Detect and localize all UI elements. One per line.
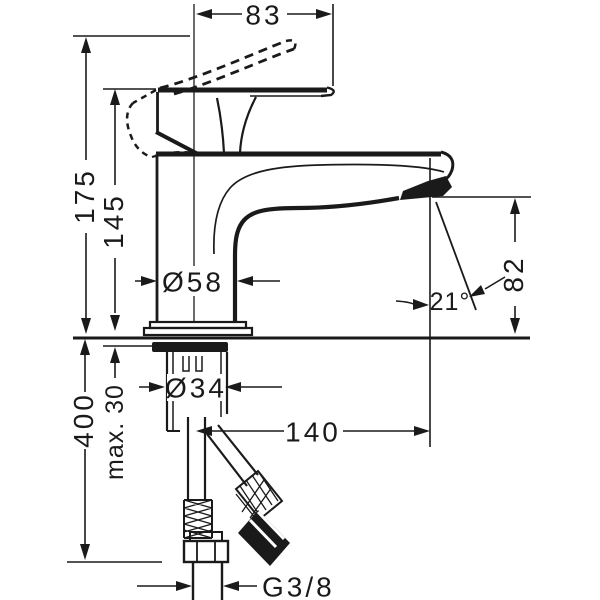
mounting-washer (152, 342, 228, 352)
arrowhead-left (149, 382, 165, 392)
lever-tip (320, 86, 335, 98)
dim-label-max30: max. 30 (101, 384, 129, 480)
supply-hoses (182, 417, 290, 600)
label-backing (163, 266, 225, 296)
arrowhead-right (316, 9, 332, 19)
neck-right-curve (238, 96, 257, 154)
label-backing (167, 374, 225, 401)
dim-max-deck-thickness: max. 30 (101, 347, 129, 480)
connection-tube (191, 562, 224, 600)
spray-angle-line (435, 201, 477, 311)
dim-label-d58: Ø58 (162, 267, 224, 298)
arrowhead-bottom (81, 318, 91, 334)
hex-nut-faces (196, 541, 216, 562)
lever-raised-dashed (125, 39, 297, 159)
dim-body-diameter: Ø58 (135, 266, 280, 298)
lever-raised-back-top (132, 88, 157, 105)
faucet-outline (125, 39, 455, 337)
dim-outlet-angle: 21° (395, 276, 506, 316)
dim-label-d34: Ø34 (165, 373, 227, 404)
dim-label-82: 82 (498, 255, 529, 292)
leader-left (395, 300, 414, 305)
dim-spout-reach: 140 (196, 417, 430, 448)
dim-outlet-height: 82 (498, 198, 529, 334)
arrowhead-top (110, 89, 120, 105)
arrowhead-left (413, 299, 429, 310)
dim-handle-height: 145 (98, 89, 129, 331)
dim-label-145: 145 (98, 193, 129, 249)
lever-raised-bottom-edge (173, 47, 295, 96)
base-plinth-lower (142, 326, 254, 337)
arrowhead-bottom (80, 544, 90, 560)
arrowhead-right (237, 276, 253, 286)
mounting-hardware (152, 342, 229, 432)
arrowhead-bottom (110, 315, 120, 331)
aerator-outlet (400, 176, 452, 200)
lever-raised-back-cap (125, 102, 153, 159)
vertical-hose-braid-outline (183, 499, 213, 539)
dim-label-83: 83 (245, 0, 282, 31)
arrowhead-left (176, 581, 192, 591)
dim-overall-height: 175 (69, 37, 100, 334)
extension-lines (67, 4, 531, 563)
dim-label-400: 400 (68, 392, 99, 448)
arrowhead-right (225, 382, 241, 392)
lever-raised-top-edge (159, 39, 287, 90)
arrowhead-right (414, 426, 430, 436)
arrowhead-left (141, 276, 157, 286)
diagonal-hose-connector (238, 510, 290, 566)
lever-raised-tip (285, 39, 297, 50)
dim-hose-clearance: 400 (68, 339, 99, 560)
arrowhead-bottom (510, 318, 520, 334)
diagonal-hose (206, 424, 259, 487)
dim-connection-thread: G3/8 (137, 572, 335, 600)
dim-label-175: 175 (69, 168, 100, 224)
arrowhead-right (223, 581, 239, 591)
arrowhead-left (196, 9, 212, 19)
arrowhead-right (469, 285, 485, 297)
arrowhead-left (196, 426, 212, 436)
dim-label-21deg: 21° (430, 288, 471, 316)
lever-bottom-slant (155, 130, 199, 156)
hose-hex-nut (182, 539, 230, 564)
vertical-hose-braid-hatch (183, 499, 213, 539)
neck-left-curve (215, 97, 226, 154)
dim-handle-length: 83 (196, 0, 332, 31)
spout-inner-curve (213, 163, 445, 255)
connector-highlights (248, 510, 286, 549)
arrowhead-top (80, 339, 90, 355)
arrowhead-top (81, 37, 91, 53)
diagonal-hose-braid-hatch (235, 470, 279, 520)
spout-underside-curve (232, 195, 400, 322)
dim-label-g38: G3/8 (262, 572, 335, 600)
popup-rod-tabs (182, 356, 203, 372)
dim-label-140: 140 (285, 417, 341, 448)
leader-right (484, 276, 506, 290)
arrowhead-top (510, 198, 520, 214)
dim-hole-diameter: Ø34 (139, 373, 282, 404)
arrowhead-top (110, 347, 120, 363)
spout-front-edge (440, 150, 455, 182)
